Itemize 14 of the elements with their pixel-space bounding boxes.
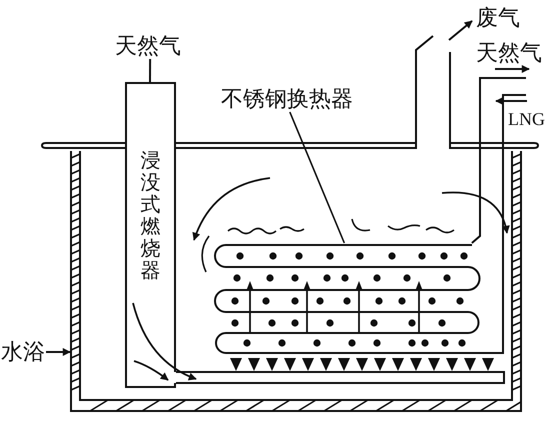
exhaust-label: 废气 xyxy=(476,5,520,30)
tank-lid xyxy=(41,142,539,149)
pipe-line xyxy=(149,59,152,82)
callout-label: 不锈钢换热器 xyxy=(216,86,358,112)
lng-inlet-label: LNG xyxy=(508,109,545,130)
gas-outlet-label: 天然气 xyxy=(476,40,542,66)
burner-label: 浸没式燃烧器 xyxy=(140,150,160,282)
callout-label: 水浴 xyxy=(0,339,46,365)
gas-outlet-pipe xyxy=(471,77,526,244)
burner-column xyxy=(125,82,176,388)
arrow xyxy=(46,348,71,356)
lng-inlet-pipe xyxy=(481,94,526,354)
leader-line xyxy=(289,112,346,244)
gas-inlet-label: 天然气 xyxy=(113,33,183,59)
